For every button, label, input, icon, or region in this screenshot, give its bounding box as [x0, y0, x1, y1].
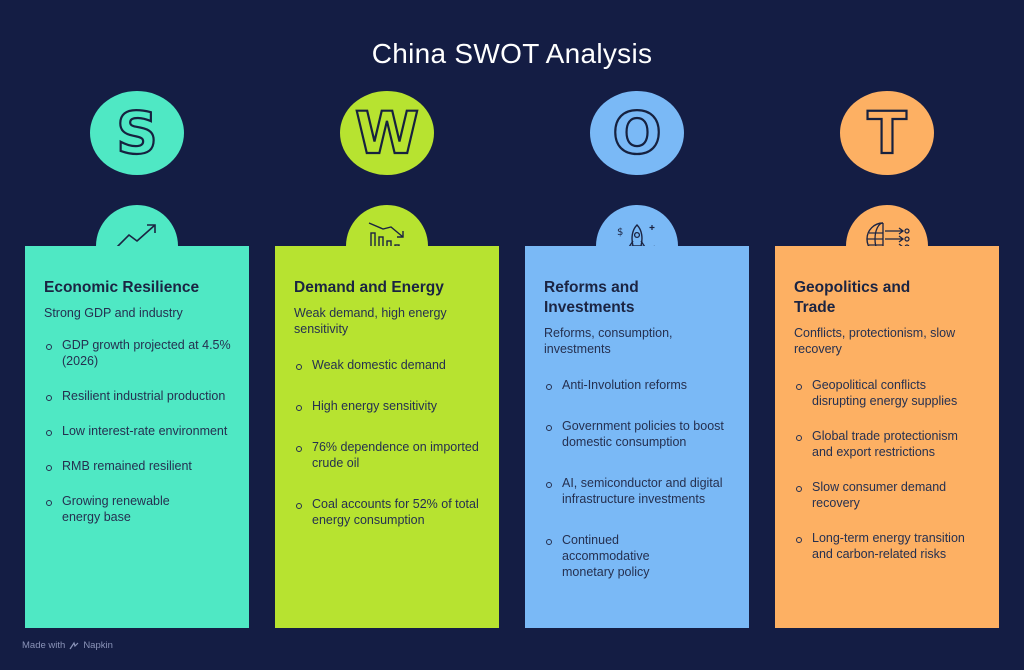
threats-letter-circle: T: [840, 91, 934, 175]
list-item: Growing renewable energy base: [44, 493, 231, 525]
napkin-logo-icon: [69, 641, 79, 649]
bullet-icon: [46, 395, 52, 401]
list-item: 76% dependence on imported crude oil: [294, 439, 481, 471]
strengths-heading: Economic Resilience: [44, 279, 200, 296]
bullet-icon: [546, 482, 552, 488]
weaknesses-subtitle: Weak demand, high energy sensitivity: [294, 306, 447, 336]
bullet-icon: [296, 405, 302, 411]
footer-attribution: Made with Napkin: [22, 640, 113, 651]
bullet-icon: [46, 500, 52, 506]
opportunities-card: Reforms and Investments Reforms, consump…: [525, 246, 749, 628]
strengths-card: Economic Resilience Strong GDP and indus…: [25, 246, 249, 628]
list-item: Geopolitical conflicts disrupting energy…: [794, 377, 981, 409]
page-title: China SWOT Analysis: [371, 38, 653, 69]
threats-heading: Geopolitics and Trade: [794, 279, 911, 316]
list-item: Long-term energy transition and carbon-r…: [794, 530, 981, 562]
trend-up-icon: [116, 224, 156, 248]
bullet-icon: [546, 384, 552, 390]
list-item: GDP growth projected at 4.5% (2026): [44, 337, 231, 369]
opportunities-subtitle: Reforms, consumption, investments: [544, 326, 673, 356]
bullet-icon: [46, 430, 52, 436]
list-item: AI, semiconductor and digital infrastruc…: [544, 475, 731, 507]
bullet-icon: [546, 425, 552, 431]
opportunities-heading: Reforms and Investments: [544, 279, 639, 316]
bullet-icon: [46, 344, 52, 350]
list-item: Low interest-rate environment: [44, 423, 231, 439]
bullet-icon: [296, 503, 302, 509]
bullet-icon: [796, 435, 802, 441]
weaknesses-letter: W: [354, 99, 420, 167]
weaknesses-card: Demand and Energy Weak demand, high ener…: [275, 246, 499, 628]
list-item: RMB remained resilient: [44, 458, 231, 474]
bullet-icon: [46, 465, 52, 471]
bullet-icon: [796, 384, 802, 390]
list-item: High energy sensitivity: [294, 398, 481, 414]
bullet-icon: [796, 486, 802, 492]
strengths-letter: S: [115, 99, 159, 167]
list-item: Slow consumer demand recovery: [794, 479, 981, 511]
bullet-icon: [296, 364, 302, 370]
footer-made-with: Made with: [22, 640, 66, 651]
weaknesses-heading: Demand and Energy: [294, 279, 444, 296]
list-item: Weak domestic demand: [294, 357, 481, 373]
bullet-icon: [296, 446, 302, 452]
strengths-letter-circle: S: [90, 91, 184, 175]
list-item: Anti-Involution reforms: [544, 377, 731, 393]
list-item: Global trade protectionism and export re…: [794, 428, 981, 460]
bullet-icon: [546, 539, 552, 545]
bullet-icon: [796, 537, 802, 543]
list-item: Coal accounts for 52% of total energy co…: [294, 496, 481, 528]
weaknesses-letter-circle: W: [340, 91, 434, 175]
threats-card: Geopolitics and Trade Conflicts, protect…: [775, 246, 999, 628]
list-item: Continued accommodative monetary policy: [544, 532, 731, 580]
threats-subtitle: Conflicts, protectionism, slow recovery: [794, 326, 956, 356]
list-item: Government policies to boost domestic co…: [544, 418, 731, 450]
opportunities-letter: O: [611, 99, 663, 167]
threats-letter: T: [866, 99, 908, 167]
opportunities-letter-circle: O: [590, 91, 684, 175]
svg-text:$: $: [617, 227, 623, 238]
list-item: Resilient industrial production: [44, 388, 231, 404]
footer-brand: Napkin: [83, 640, 113, 651]
strengths-subtitle: Strong GDP and industry: [44, 306, 183, 320]
